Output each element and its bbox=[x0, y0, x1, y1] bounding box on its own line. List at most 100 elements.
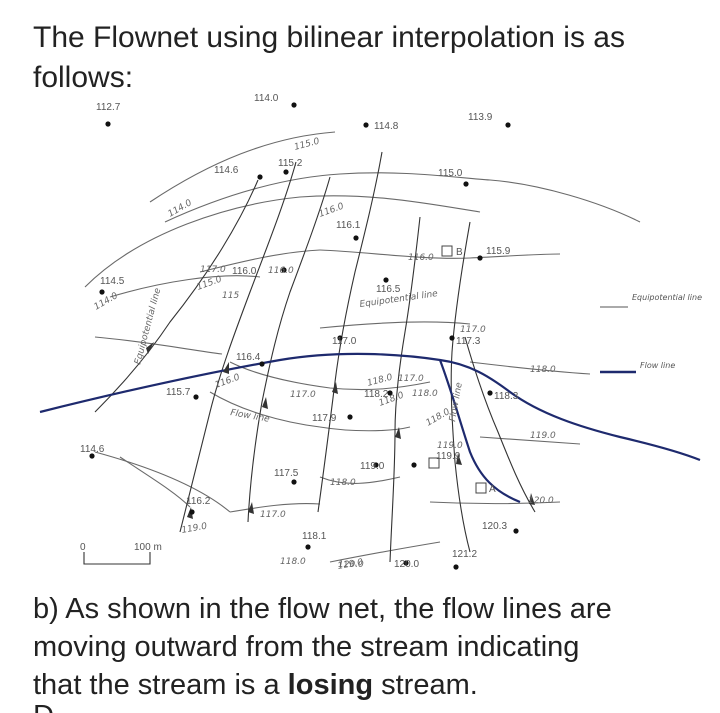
point-label: 115.2 bbox=[278, 158, 303, 169]
legend-equipotential-label: Equipotential line bbox=[632, 293, 702, 302]
equipotential-line bbox=[199, 249, 321, 273]
observation-point: 117.9 bbox=[312, 413, 353, 424]
point-label: 114.5 bbox=[100, 276, 125, 287]
point-dot bbox=[257, 174, 263, 180]
answer-line-3-post: stream. bbox=[373, 669, 478, 701]
point-dot bbox=[411, 462, 417, 468]
marker-a-label: A bbox=[489, 484, 496, 495]
point-dot bbox=[105, 121, 111, 127]
annotation-equip-line: Equipotential line bbox=[133, 287, 163, 366]
point-label: 116.2 bbox=[186, 496, 211, 507]
point-dot bbox=[383, 277, 389, 283]
point-dot bbox=[513, 528, 519, 534]
point-label: 116.5 bbox=[376, 284, 401, 295]
point-label: 119.9 bbox=[436, 451, 461, 462]
observation-point: 116.0 bbox=[232, 266, 287, 277]
point-dot bbox=[363, 122, 369, 128]
marker-a-box bbox=[475, 482, 487, 494]
answer-line-2: moving outward from the stream indicatin… bbox=[33, 631, 580, 663]
contour-label: 117.0 bbox=[290, 390, 316, 400]
point-dot bbox=[305, 544, 311, 550]
partial-text: D bbox=[33, 702, 533, 713]
flownet-figure: Equipotential line Flow line 0 100 m B A… bbox=[0, 92, 720, 592]
observation-point: 112.7 bbox=[96, 102, 121, 127]
equipotential-line bbox=[149, 131, 336, 203]
marker-b-label: B bbox=[456, 247, 463, 258]
arrow-head bbox=[248, 502, 254, 514]
observation-point: 117.0 bbox=[332, 335, 357, 347]
point-dot bbox=[505, 122, 511, 128]
equipotential-line bbox=[429, 501, 561, 505]
observation-point: 119.0 bbox=[360, 461, 385, 472]
annotation-flow-line-1: Flow line bbox=[229, 408, 270, 425]
flow-arrows bbox=[146, 342, 535, 519]
equipotential-line bbox=[479, 436, 581, 445]
observation-point: 115.7 bbox=[166, 387, 199, 400]
equipotential-line bbox=[119, 456, 191, 508]
contour-label: 118.0 bbox=[280, 557, 306, 567]
contour-label: 119.0 bbox=[530, 431, 556, 441]
equipotential-line bbox=[319, 426, 411, 432]
point-dot bbox=[89, 453, 95, 459]
observation-point: 119.9 bbox=[411, 451, 461, 468]
marker-box-3 bbox=[428, 457, 440, 469]
question-heading: The Flownet using bilinear interpolation… bbox=[33, 18, 693, 98]
contour-label: 116.0 bbox=[408, 253, 434, 263]
observation-point: 118.3 bbox=[487, 390, 519, 402]
point-label: 118.2 bbox=[364, 389, 389, 400]
arrow-head bbox=[223, 362, 229, 374]
observation-point: 115.2 bbox=[278, 158, 303, 175]
point-dot bbox=[449, 335, 455, 341]
point-label: 118.3 bbox=[494, 391, 519, 402]
point-label: 117.5 bbox=[274, 468, 299, 479]
point-label: 114.0 bbox=[254, 93, 279, 104]
contour-label: 117.0 bbox=[398, 374, 424, 384]
point-label: 115.7 bbox=[166, 387, 191, 398]
point-label: 117.3 bbox=[456, 336, 481, 347]
point-dot bbox=[463, 181, 469, 187]
contour-label: 119.0 bbox=[337, 558, 364, 572]
answer-bold-word: losing bbox=[287, 669, 374, 701]
point-label: 112.7 bbox=[96, 102, 121, 113]
point-label: 116.0 bbox=[232, 266, 257, 277]
point-dot bbox=[259, 361, 265, 367]
point-dot bbox=[403, 560, 409, 566]
arrow-head bbox=[456, 453, 462, 465]
contour-label: 118.0 bbox=[412, 389, 438, 399]
point-label: 121.2 bbox=[452, 549, 477, 560]
answer-line-3-pre: that the stream is a bbox=[33, 669, 288, 701]
equipotential-line bbox=[229, 361, 431, 391]
arrow-head bbox=[262, 397, 268, 409]
point-label: 117.0 bbox=[332, 336, 357, 347]
equipotential-line bbox=[329, 541, 441, 563]
contour-label: 116.0 bbox=[214, 373, 242, 391]
contour-label: 119.0 bbox=[437, 441, 463, 451]
heading-line-1: The Flownet using bilinear interpolation… bbox=[33, 21, 625, 54]
cut-off-next-line: D bbox=[33, 700, 533, 713]
point-label: 115.9 bbox=[486, 246, 511, 257]
observation-point: 117.3 bbox=[449, 335, 481, 347]
point-dot bbox=[281, 267, 287, 273]
contour-label: 117.0 bbox=[460, 325, 486, 335]
flow-line bbox=[317, 151, 383, 513]
flow-line bbox=[247, 176, 331, 523]
flow-lines bbox=[94, 151, 536, 563]
equipotential-line bbox=[339, 172, 641, 223]
point-dot bbox=[353, 235, 359, 241]
equipotential-line bbox=[94, 336, 223, 355]
equipotential-line bbox=[319, 476, 401, 484]
arrow-head bbox=[529, 493, 535, 505]
observation-point: 116.2 bbox=[186, 496, 211, 515]
equipotential-line bbox=[164, 173, 341, 223]
arrow-head bbox=[146, 342, 154, 354]
point-label: 116.1 bbox=[336, 220, 361, 231]
equipotential-line bbox=[469, 361, 591, 375]
point-dot bbox=[291, 479, 297, 485]
side-legend: Equipotential line Flow line bbox=[600, 293, 702, 374]
flow-line bbox=[389, 216, 421, 563]
scale-label: 100 m bbox=[134, 542, 162, 553]
point-dot bbox=[453, 564, 459, 570]
contour-label: 120.0 bbox=[528, 496, 554, 506]
contour-label: 120.0 bbox=[338, 560, 364, 570]
answer-text: b) As shown in the flow net, the flow li… bbox=[33, 590, 703, 704]
